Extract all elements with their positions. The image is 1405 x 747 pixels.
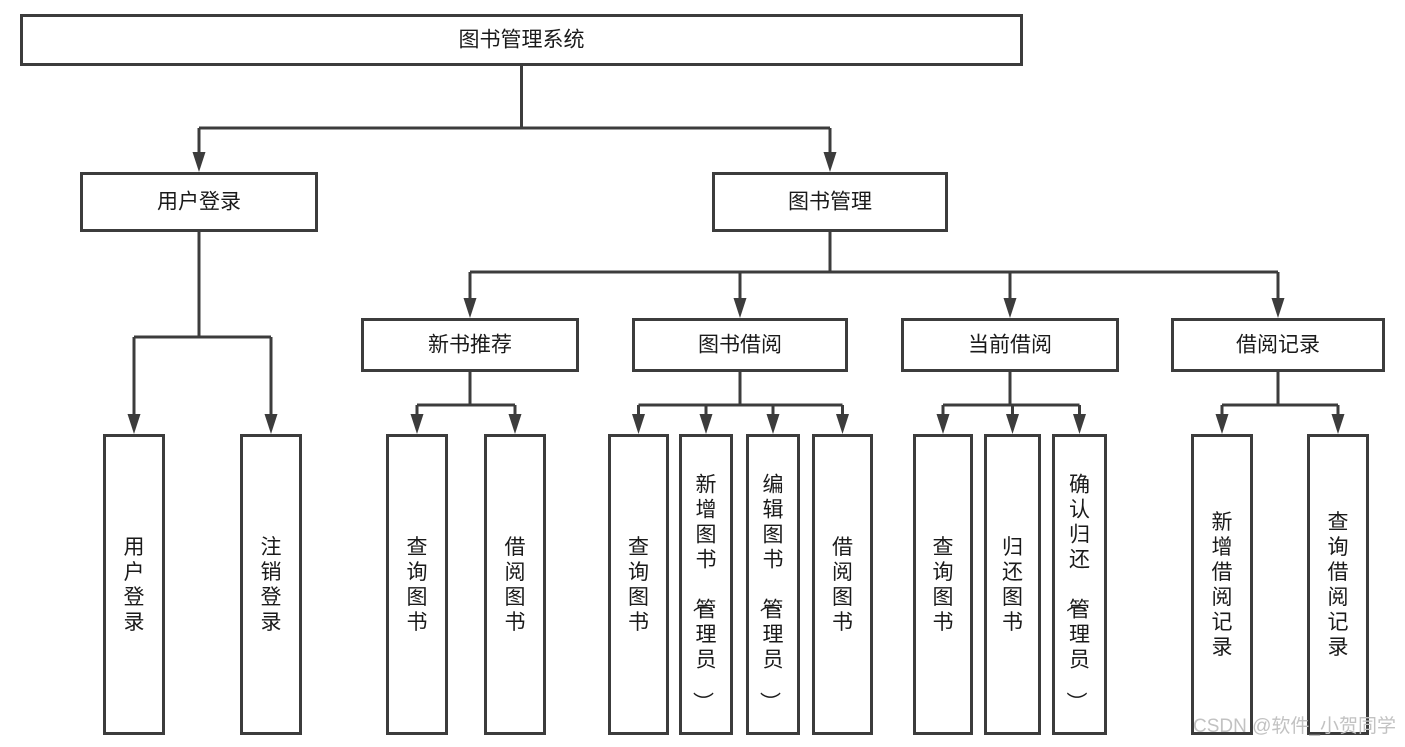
arrow-head-leaf-query-record [1331,414,1345,434]
node-leaf-borrow-book-1[interactable]: 借阅图书 [484,434,546,735]
node-root[interactable]: 图书管理系统 [20,14,1023,66]
node-label-leaf-user-login: 用户登录 [124,536,145,634]
node-user-login[interactable]: 用户登录 [80,172,318,232]
node-leaf-query-book-1[interactable]: 查询图书 [386,434,448,735]
node-leaf-confirm-return[interactable]: 确认归还（管理员） [1052,434,1107,735]
node-box-leaf-add-book [679,434,733,735]
csdn-watermark: CSDN @软件_小贺同学 [1193,715,1396,737]
connector-group-borrow-record [1215,372,1345,434]
node-label-leaf-user-logout: 注销登录 [261,536,282,634]
node-label-leaf-borrow-book-1: 借阅图书 [505,536,526,634]
node-label-leaf-add-book: 新增图书（管理员） [691,474,717,713]
node-book-manage[interactable]: 图书管理 [712,172,948,232]
arrow-head-new-book-rec [463,298,477,318]
node-label-leaf-query-record: 查询借阅记录 [1328,511,1349,659]
connector-group-book-manage [463,232,1285,318]
node-box-leaf-borrow-book-1 [484,434,546,735]
node-label-leaf-query-book-3: 查询图书 [933,536,954,634]
node-box-book-borrow [632,318,848,372]
arrow-head-leaf-return-book [1006,414,1019,434]
node-box-leaf-query-book-1 [386,434,448,735]
node-leaf-user-logout[interactable]: 注销登录 [240,434,302,735]
node-label-borrow-record: 借阅记录 [1236,334,1320,357]
node-new-book-rec[interactable]: 新书推荐 [361,318,579,372]
arrow-head-book-manage [823,152,837,172]
node-label-book-manage: 图书管理 [788,191,872,214]
node-box-leaf-confirm-return [1052,434,1107,735]
node-leaf-edit-book[interactable]: 编辑图书（管理员） [746,434,800,735]
node-box-leaf-edit-book [746,434,800,735]
node-box-leaf-return-book [984,434,1041,735]
node-label-leaf-query-book-2: 查询图书 [628,536,649,634]
arrow-head-leaf-add-record [1215,414,1229,434]
node-label-leaf-borrow-book-2: 借阅图书 [832,536,853,634]
arrow-head-leaf-borrow-book-1 [508,414,522,434]
node-box-leaf-user-login [103,434,165,735]
node-leaf-user-login[interactable]: 用户登录 [103,434,165,735]
connector-group-current-borrow [936,372,1086,434]
node-box-new-book-rec [361,318,579,372]
node-box-leaf-query-book-2 [608,434,669,735]
node-label-book-borrow: 图书借阅 [698,334,782,357]
node-leaf-query-record[interactable]: 查询借阅记录 [1307,434,1369,735]
arrow-head-leaf-query-book-1 [410,414,424,434]
arrow-head-current-borrow [1003,298,1017,318]
node-label-leaf-add-record: 新增借阅记录 [1212,511,1233,659]
node-box-user-login [80,172,318,232]
node-box-leaf-user-logout [240,434,302,735]
node-box-leaf-query-record [1307,434,1369,735]
connector-layer [127,66,1345,434]
connector-group-new-book-rec [410,372,522,434]
node-box-leaf-add-record [1191,434,1253,735]
arrow-head-book-borrow [733,298,747,318]
arrow-head-leaf-edit-book [766,414,780,434]
node-leaf-add-book[interactable]: 新增图书（管理员） [679,434,733,735]
connector-group-book-borrow [632,372,849,434]
connector-group-root [192,66,837,172]
arrow-head-leaf-borrow-book-2 [836,414,849,434]
node-book-borrow[interactable]: 图书借阅 [632,318,848,372]
node-label-leaf-confirm-return: 确认归还（管理员） [1064,474,1090,713]
arrow-head-leaf-user-logout [264,414,278,434]
node-box-book-manage [712,172,948,232]
node-box-leaf-query-book-3 [913,434,973,735]
arrow-head-borrow-record [1271,298,1285,318]
node-leaf-query-book-2[interactable]: 查询图书 [608,434,669,735]
connector-group-user-login [127,232,278,434]
arrow-head-leaf-user-login [127,414,141,434]
node-layer: 图书管理系统用户登录图书管理新书推荐图书借阅当前借阅借阅记录用户登录注销登录查询… [20,14,1385,735]
arrow-head-leaf-query-book-2 [632,414,645,434]
node-leaf-query-book-3[interactable]: 查询图书 [913,434,973,735]
node-label-leaf-query-book-1: 查询图书 [407,536,428,634]
node-label-leaf-edit-book: 编辑图书（管理员） [758,474,784,713]
node-leaf-add-record[interactable]: 新增借阅记录 [1191,434,1253,735]
node-label-leaf-return-book: 归还图书 [1002,536,1023,634]
node-current-borrow[interactable]: 当前借阅 [901,318,1119,372]
node-box-borrow-record [1171,318,1385,372]
node-box-root [20,14,1023,66]
node-borrow-record[interactable]: 借阅记录 [1171,318,1385,372]
arrow-head-leaf-query-book-3 [936,414,950,434]
arrow-head-user-login [192,152,206,172]
arrow-head-leaf-confirm-return [1073,414,1086,434]
node-box-leaf-borrow-book-2 [812,434,873,735]
node-label-current-borrow: 当前借阅 [968,334,1052,357]
node-label-user-login: 用户登录 [157,191,241,214]
node-box-current-borrow [901,318,1119,372]
node-label-root: 图书管理系统 [459,29,585,52]
node-leaf-borrow-book-2[interactable]: 借阅图书 [812,434,873,735]
arrow-head-leaf-add-book [699,414,713,434]
node-label-new-book-rec: 新书推荐 [428,334,512,357]
node-leaf-return-book[interactable]: 归还图书 [984,434,1041,735]
